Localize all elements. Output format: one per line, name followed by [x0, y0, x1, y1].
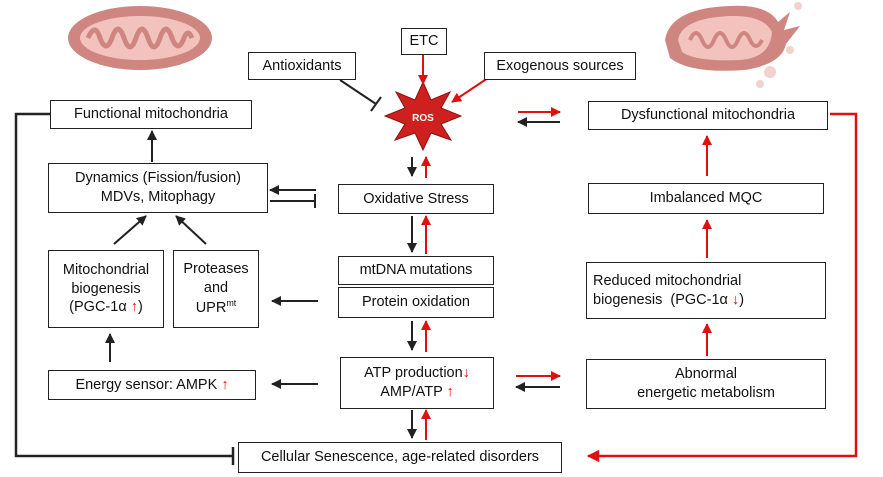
- down-arrow-icon: ↓: [462, 365, 470, 382]
- protein-oxidation-label: Protein oxidation: [361, 294, 470, 311]
- atp-line2: AMP/ATP: [380, 384, 443, 400]
- oxidative-stress-label: Oxidative Stress: [363, 190, 469, 207]
- mtdna-mutations-box: mtDNA mutations: [338, 256, 494, 285]
- ampk-box: Energy sensor: AMPK ↑: [48, 370, 256, 400]
- arrow-dysfunctional-senescence: [586, 112, 858, 463]
- mitochondrion-icon: [68, 6, 212, 70]
- etc-label: ETC: [409, 33, 439, 50]
- biogenesis-line1: Mitochondrial: [62, 261, 150, 278]
- biogenesis-line2: biogenesis: [71, 280, 141, 297]
- mitochondrial-biogenesis-box: Mitochondrial biogenesis (PGC-1α ↑): [48, 250, 164, 328]
- inhibit-antiox-bar: [370, 96, 382, 112]
- proteases-sup: mt: [226, 298, 237, 308]
- imbalanced-mqc-box: Imbalanced MQC: [588, 183, 824, 214]
- damaged-mitochondrion-icon: [665, 2, 802, 88]
- senescence-label: Cellular Senescence, age-related disorde…: [260, 449, 540, 466]
- ros-label: ROS: [412, 113, 434, 124]
- ampk-label: Energy sensor: AMPK: [75, 376, 218, 393]
- reduced-line2-wrap: biogenesis (PGC-1α ↓): [587, 291, 744, 310]
- reduced-line2: biogenesis (PGC-1α: [593, 291, 728, 308]
- proteases-line1: Proteases: [183, 261, 249, 278]
- reduced-close: ): [739, 291, 745, 308]
- atp-line1: ATP production: [364, 365, 463, 382]
- proteases-box: Proteases and UPRmt: [173, 250, 259, 328]
- exogenous-sources-box: Exogenous sources: [484, 52, 636, 80]
- reduced-line1: Reduced mitochondrial: [593, 272, 742, 289]
- proteases-line3: UPR: [195, 299, 227, 316]
- exogenous-sources-label: Exogenous sources: [496, 57, 624, 74]
- biogenesis-line3: (PGC-1α: [69, 299, 127, 316]
- abnormal-metabolism-box: Abnormal energetic metabolism: [586, 359, 826, 409]
- biogenesis-close: ): [137, 299, 143, 316]
- functional-mitochondria-label: Functional mitochondria: [74, 106, 228, 123]
- up-arrow-icon: ↑: [130, 299, 138, 316]
- abnormal-line1: Abnormal: [674, 366, 738, 383]
- atp-line2-wrap: AMP/ATP ↑: [380, 383, 454, 402]
- protein-oxidation-box: Protein oxidation: [338, 287, 494, 318]
- oxidative-stress-box: Oxidative Stress: [338, 184, 494, 214]
- down-arrow-icon: ↓: [731, 291, 740, 308]
- ampk-wrap: Energy sensor: AMPK ↑: [75, 376, 228, 395]
- ros-burst: [383, 80, 463, 152]
- arrow-proteases-dynamics: [175, 215, 207, 245]
- imbalanced-mqc-label: Imbalanced MQC: [649, 190, 763, 207]
- etc-box: ETC: [401, 28, 447, 55]
- dynamics-line2: MDVs, Mitophagy: [100, 189, 216, 205]
- functional-mitochondria-box: Functional mitochondria: [50, 100, 252, 129]
- up-arrow-icon: ↑: [446, 384, 454, 400]
- inhibit-functional-senescence: [14, 112, 232, 458]
- dynamics-box: Dynamics (Fission/fusion) MDVs, Mitophag…: [48, 163, 268, 213]
- dysfunctional-mitochondria-box: Dysfunctional mitochondria: [588, 101, 828, 130]
- antioxidants-label: Antioxidants: [262, 57, 342, 74]
- biogenesis-line3-wrap: (PGC-1α ↑): [69, 298, 143, 317]
- mtdna-mutations-label: mtDNA mutations: [359, 262, 473, 279]
- antioxidants-box: Antioxidants: [248, 52, 356, 80]
- proteases-line2: and: [203, 280, 229, 297]
- atp-production-box: ATP production↓ AMP/ATP ↑: [340, 357, 494, 409]
- arrow-biogenesis-dynamics: [113, 215, 147, 245]
- inhibit-antiox-ros: [339, 79, 377, 105]
- dynamics-line1: Dynamics (Fission/fusion): [75, 170, 241, 187]
- reduced-biogenesis-box: Reduced mitochondrial biogenesis (PGC-1α…: [586, 262, 826, 319]
- abnormal-line2: energetic metabolism: [637, 385, 775, 401]
- up-arrow-icon: ↑: [221, 376, 229, 393]
- proteases-line3-wrap: UPRmt: [196, 298, 237, 318]
- arrow-exo-ros: [451, 77, 489, 103]
- senescence-box: Cellular Senescence, age-related disorde…: [238, 442, 562, 473]
- atp-line1-wrap: ATP production↓: [364, 364, 470, 383]
- dysfunctional-mitochondria-label: Dysfunctional mitochondria: [620, 107, 796, 124]
